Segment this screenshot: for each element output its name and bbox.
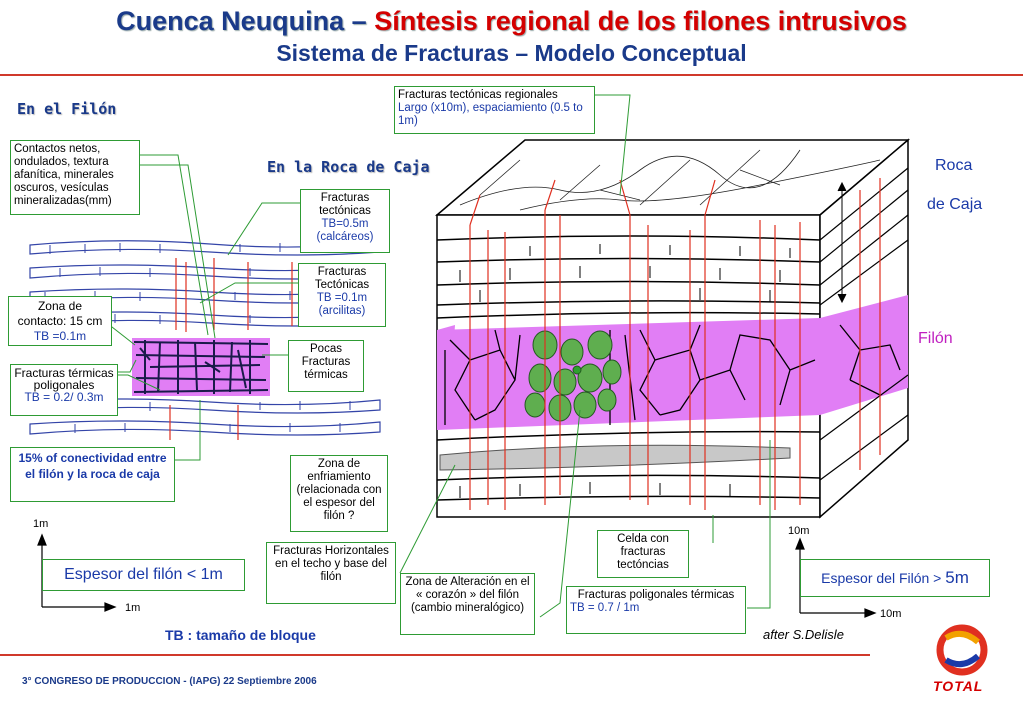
box-fracturas-termicas-poligonales: Fracturas térmicas poligonales TB = 0.2/… — [10, 364, 118, 416]
header-rule — [0, 74, 1023, 76]
title-part-2: Síntesis regional de los filones intrusi… — [374, 6, 907, 36]
box-espesor-left: Espesor del filón < 1m — [42, 559, 245, 591]
fract-tect-calc-text: Fracturas tectónicas — [319, 192, 371, 217]
box-zona-contacto: Zona de contacto: 15 cm TB =0.1m — [8, 296, 112, 346]
scale-right-y: 10m — [788, 525, 810, 537]
small-model — [29, 240, 381, 440]
footer-text: 3° CONGRESO DE PRODUCCION - (IAPG) 22 Se… — [22, 676, 317, 687]
label-roca: Roca — [935, 157, 973, 174]
conectividad-text: 15% of conectividad entre el filón y la … — [18, 451, 167, 481]
fract-pol-term-text: Fracturas poligonales térmicas — [577, 589, 735, 601]
scale-left-x: 1m — [125, 602, 141, 614]
title-part-1: Cuenca Neuquina – — [116, 6, 375, 36]
leader-lines — [102, 94, 771, 618]
page-title: Cuenca Neuquina – Síntesis regional de l… — [0, 6, 1023, 36]
box-fracturas-regionales: Fracturas tectónicas regionales Largo (x… — [394, 86, 595, 134]
zona-contacto-text: Zona de contacto: 15 cm — [17, 299, 103, 328]
label-filon: Filón — [918, 330, 953, 347]
after-credit: after S.Delisle — [763, 627, 844, 642]
fract-horiz-text: Fracturas Horizontales en el techo y bas… — [273, 545, 389, 583]
box-zona-enfriamiento: Zona de enfriamiento (relacionada con el… — [290, 455, 388, 532]
fract-tect-arc-tb: TB =0.1m (arcilitas) — [316, 292, 368, 317]
box-espesor-right: Espesor del Filón > 5m — [800, 559, 990, 597]
scale-left-y: 1m — [33, 518, 49, 530]
fract-regionales-detail: Largo (x10m), espaciamiento (0.5 to 1m) — [398, 102, 583, 127]
contactos-text: Contactos netos, ondulados, textura afan… — [14, 143, 114, 207]
box-celda: Celda con fracturas tectóncias — [597, 530, 689, 578]
celda-text: Celda con fracturas tectóncias — [617, 533, 669, 571]
espesor-right-text: Espesor del Filón > — [821, 570, 946, 586]
box-pocas-fracturas: Pocas Fracturas térmicas — [288, 340, 364, 392]
fract-term-pol-tb: TB = 0.2/ 0.3m — [24, 390, 104, 404]
tb-note: TB : tamaño de bloque — [165, 627, 316, 643]
espesor-left-text: Espesor del filón < 1m — [64, 566, 223, 583]
fract-tect-arc-text: Fracturas Tectónicas — [314, 266, 370, 291]
box-fracturas-tectonicas-arcilitas: Fracturas Tectónicas TB =0.1m (arcilitas… — [298, 263, 386, 327]
fract-regionales-text: Fracturas tectónicas regionales — [398, 89, 558, 101]
zona-enfriamiento-q: ? — [344, 510, 355, 522]
fract-tect-calc-tb: TB=0.5m (calcáreos) — [316, 218, 374, 243]
box-fracturas-horizontales: Fracturas Horizontales en el techo y bas… — [266, 542, 396, 604]
pocas-text: Pocas Fracturas térmicas — [301, 343, 351, 381]
total-logo-mark — [936, 624, 988, 676]
box-zona-alteracion: Zona de Alteración en el « corazón » del… — [400, 573, 535, 635]
fract-pol-term-tb: TB = 0.7 / 1m — [570, 602, 640, 614]
box-fracturas-tectonicas-calcareos: Fracturas tectónicas TB=0.5m (calcáreos) — [300, 189, 390, 253]
block-model — [434, 138, 911, 519]
section-filon: En el Filón — [17, 100, 117, 118]
zona-contacto-tb: TB =0.1m — [33, 329, 87, 343]
section-roca-de-caja: En la Roca de Caja — [267, 158, 430, 176]
box-conectividad: 15% of conectividad entre el filón y la … — [10, 447, 175, 502]
zona-alteracion-text: Zona de Alteración en el « corazón » del… — [405, 576, 530, 614]
box-contactos: Contactos netos, ondulados, textura afan… — [10, 140, 140, 215]
fract-term-pol-text: Fracturas térmicas poligonales — [14, 366, 114, 392]
espesor-right-value: 5m — [945, 568, 969, 587]
page-subtitle: Sistema de Fracturas – Modelo Conceptual — [276, 40, 747, 66]
total-logo-text: TOTAL — [933, 678, 984, 694]
label-de-caja: de Caja — [927, 196, 983, 213]
box-fracturas-poligonales-termicas: Fracturas poligonales térmicas TB = 0.7 … — [566, 586, 746, 634]
zona-enfriamiento-text: Zona de enfriamiento (relacionada con el… — [296, 458, 382, 522]
scale-right-x: 10m — [880, 608, 902, 620]
